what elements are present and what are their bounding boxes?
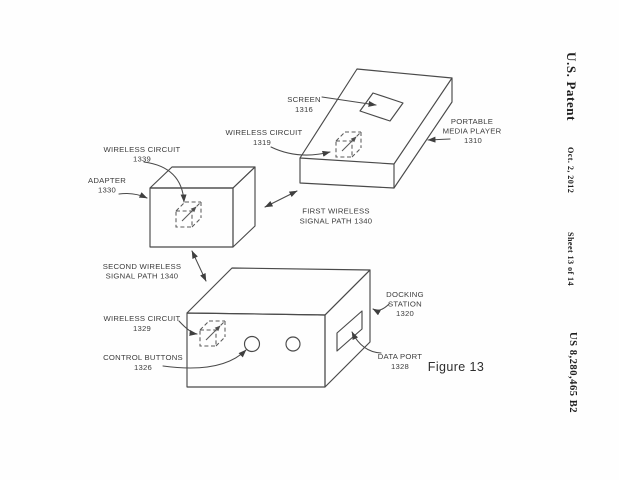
label-docking-station-2: STATION xyxy=(388,300,422,309)
label-docking-station: DOCKING xyxy=(386,290,424,299)
label-first-signal-path: FIRST WIRELESS xyxy=(302,207,369,216)
leader-wireless-circuit-player xyxy=(270,146,331,157)
label-wireless-circuit-adapter-ref: 1339 xyxy=(133,155,151,164)
leader-control-buttons xyxy=(162,349,247,369)
label-portable-media-player-ref: 1310 xyxy=(464,136,482,145)
label-screen-ref: 1316 xyxy=(295,105,313,114)
leader-wireless-circuit-adapter xyxy=(143,161,187,203)
portable-media-player-shape xyxy=(299,68,453,189)
control-button-1 xyxy=(243,335,261,353)
first-signal-path-arrow xyxy=(264,190,298,208)
label-second-signal-path: SECOND WIRELESS xyxy=(103,262,182,271)
leader-portable-media-player xyxy=(427,136,451,143)
label-portable-media-player: PORTABLE xyxy=(451,117,493,126)
label-first-signal-path-2: SIGNAL PATH 1340 xyxy=(300,217,373,226)
second-signal-path-arrow xyxy=(191,250,207,282)
label-screen: SCREEN xyxy=(287,95,321,104)
label-wireless-circuit-player-ref: 1319 xyxy=(253,138,271,147)
label-adapter-ref: 1330 xyxy=(98,186,116,195)
figure-caption: Figure 13 xyxy=(428,360,484,374)
adapter-right-face xyxy=(232,166,256,248)
label-control-buttons: CONTROL BUTTONS xyxy=(103,353,183,362)
leader-wireless-circuit-dock xyxy=(178,320,198,336)
patent-header-title: U.S. Patent xyxy=(564,52,579,122)
docking-station-shape xyxy=(186,267,371,388)
wireless-circuit-icon-dock xyxy=(200,321,225,346)
wireless-circuit-icon-adapter xyxy=(176,202,201,227)
patent-header-number: US 8,280,465 B2 xyxy=(567,332,578,414)
label-second-signal-path-2: SIGNAL PATH 1340 xyxy=(106,272,179,281)
screen-shape xyxy=(359,92,404,122)
label-data-port: DATA PORT xyxy=(378,352,423,361)
label-docking-station-ref: 1320 xyxy=(396,309,414,318)
patent-header-date: Oct. 2, 2012 xyxy=(566,147,575,194)
label-wireless-circuit-adapter: WIRELESS CIRCUIT xyxy=(103,145,180,154)
label-portable-media-player-2: MEDIA PLAYER xyxy=(443,127,502,136)
media-player-outline xyxy=(299,68,453,189)
control-button-2 xyxy=(285,336,301,352)
label-wireless-circuit-dock: WIRELESS CIRCUIT xyxy=(103,314,180,323)
label-adapter: ADAPTER xyxy=(88,176,126,185)
wireless-circuit-icon-player xyxy=(336,132,361,157)
label-data-port-ref: 1328 xyxy=(391,362,409,371)
leader-data-port xyxy=(351,331,382,354)
leader-adapter xyxy=(118,192,148,199)
leader-screen xyxy=(321,96,377,107)
adapter-shape xyxy=(149,166,256,248)
dock-right-face xyxy=(324,269,371,388)
adapter-top-face xyxy=(149,166,256,189)
leader-docking-station xyxy=(372,303,390,316)
patent-header-sheet: Sheet 13 of 14 xyxy=(566,232,575,287)
data-port-shape xyxy=(336,310,363,352)
label-wireless-circuit-dock-ref: 1329 xyxy=(133,324,151,333)
media-player-inner-edges xyxy=(299,77,453,189)
label-control-buttons-ref: 1326 xyxy=(134,363,152,372)
label-wireless-circuit-player: WIRELESS CIRCUIT xyxy=(225,128,302,137)
dock-top-face xyxy=(186,267,371,316)
